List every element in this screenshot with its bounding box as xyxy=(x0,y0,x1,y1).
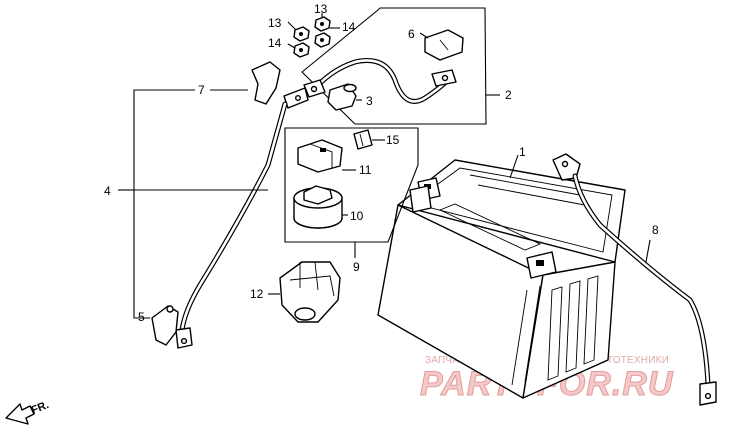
callout-14-left: 14 xyxy=(268,36,282,50)
callout-1: 1 xyxy=(519,145,526,159)
callout-10: 10 xyxy=(350,209,364,223)
callout-6: 6 xyxy=(408,27,415,41)
front-direction-arrow: FR. xyxy=(5,399,51,425)
callout-2: 2 xyxy=(505,88,512,102)
callout-5: 5 xyxy=(138,310,145,324)
battery xyxy=(377,159,626,399)
callout-11: 11 xyxy=(359,163,372,177)
leader-lines xyxy=(287,13,519,179)
assembly-box-2 xyxy=(301,7,500,125)
relay-holder xyxy=(268,261,341,323)
positive-cable xyxy=(552,153,717,406)
nuts-bolts xyxy=(293,16,331,58)
callout-8: 8 xyxy=(652,223,659,237)
callout-13-left: 13 xyxy=(268,16,282,30)
callout-4: 4 xyxy=(104,184,111,198)
callout-3: 3 xyxy=(366,94,373,108)
callout-9: 9 xyxy=(353,260,360,274)
callout-12: 12 xyxy=(250,287,264,301)
callout-15: 15 xyxy=(386,133,400,147)
callout-7: 7 xyxy=(198,83,205,97)
assembly-box-9 xyxy=(284,127,419,258)
front-label: FR. xyxy=(30,399,51,417)
callout-13-top: 13 xyxy=(314,2,328,16)
negative-cable xyxy=(118,61,309,349)
callout-14-right: 14 xyxy=(342,20,356,34)
callout-labels: 1 2 3 4 5 6 7 8 9 10 11 12 13 13 14 14 1… xyxy=(104,2,659,324)
